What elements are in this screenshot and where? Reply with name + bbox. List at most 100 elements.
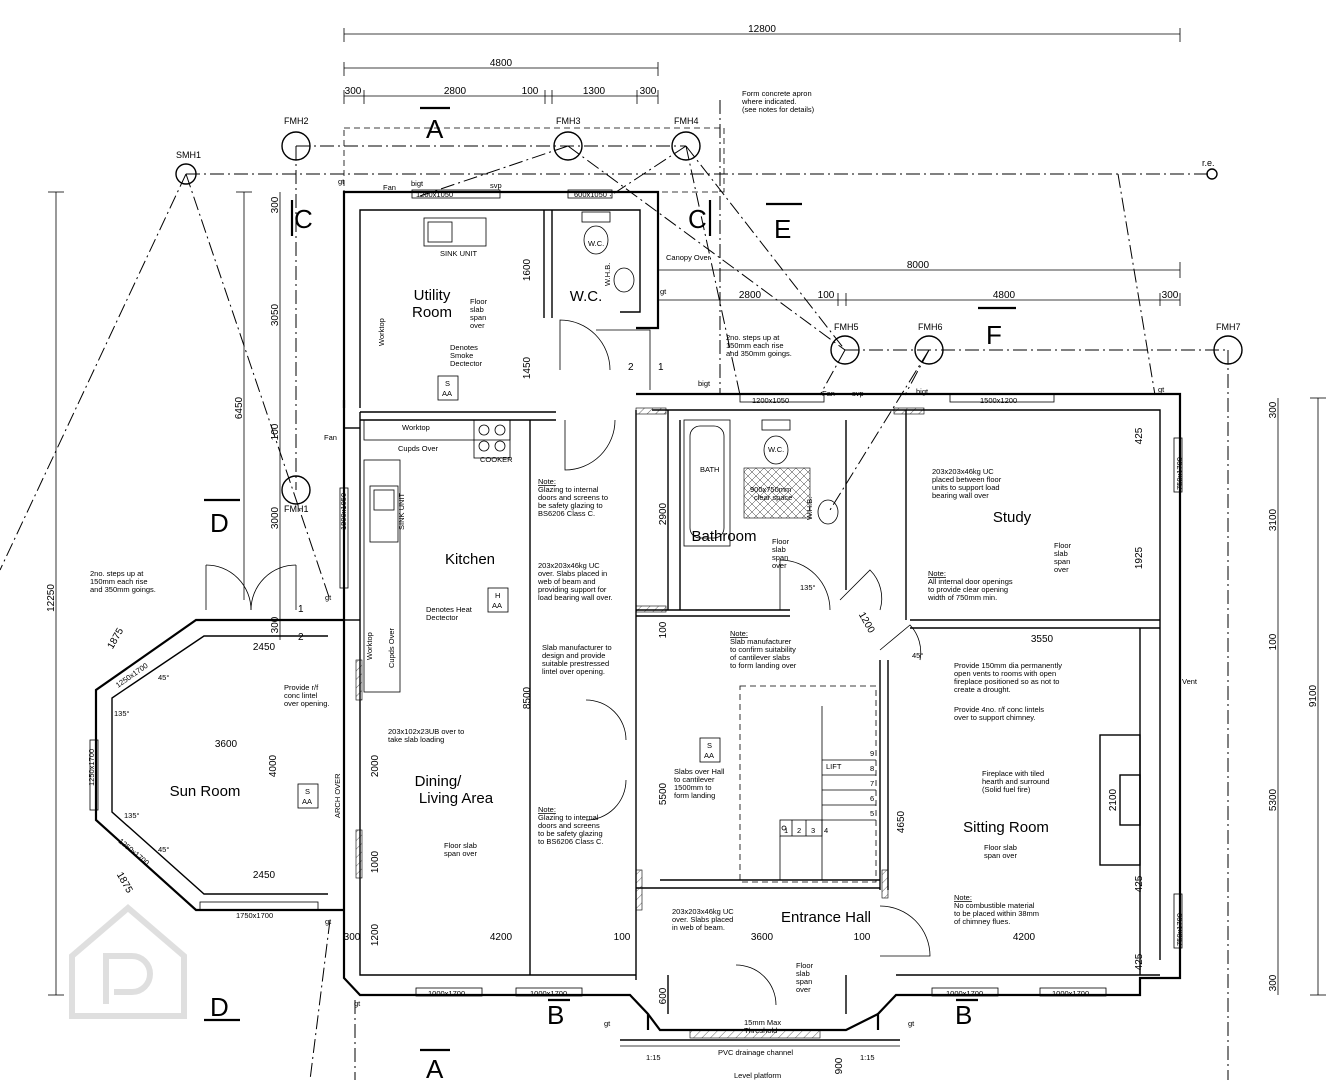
svg-text:bigt: bigt xyxy=(411,179,424,188)
dim-8000: 8000 xyxy=(907,260,930,271)
stair-step-number: 4 xyxy=(824,826,828,835)
dim-300: 300 xyxy=(640,86,657,97)
svg-text:1200: 1200 xyxy=(856,610,877,635)
internal-dimensions: 1600 1450 2900 100 8500 5500 2000 1000 1… xyxy=(106,258,1145,1074)
section-d-top: D xyxy=(210,508,229,538)
room-labels: Utility Room W.C. Kitchen Bathroom Study… xyxy=(170,287,1049,926)
svg-text:gt: gt xyxy=(338,177,345,186)
svg-text:300: 300 xyxy=(344,932,361,943)
svg-text:4650: 4650 xyxy=(896,810,907,833)
rodding-eye xyxy=(1206,168,1218,180)
doors xyxy=(205,319,931,1006)
room-entrance-hall: Entrance Hall xyxy=(781,909,871,926)
cooker xyxy=(473,419,511,459)
dim-300: 300 xyxy=(270,196,281,213)
svg-text:Vent: Vent xyxy=(1182,677,1198,686)
svg-text:2: 2 xyxy=(298,632,304,643)
svg-text:1:15: 1:15 xyxy=(646,1053,661,1062)
svg-text:LIFT: LIFT xyxy=(826,762,842,771)
dim-1300: 1300 xyxy=(583,86,606,97)
section-b-left: B xyxy=(547,1000,564,1030)
svg-text:Cupds Over: Cupds Over xyxy=(387,627,396,668)
svg-text:S: S xyxy=(305,787,310,796)
svg-text:45°: 45° xyxy=(158,673,169,682)
svg-text:425: 425 xyxy=(1134,427,1145,444)
svg-text:45°: 45° xyxy=(158,845,169,854)
svg-text:Worktop: Worktop xyxy=(377,318,386,346)
section-d-bottom: D xyxy=(210,992,229,1022)
room-sun-room: Sun Room xyxy=(170,783,241,800)
svg-text:PVC drainage channel: PVC drainage channel xyxy=(718,1048,793,1057)
svg-text:H: H xyxy=(495,591,500,600)
kitchen-worktop xyxy=(363,419,511,441)
clear-space xyxy=(743,467,811,519)
window-600x1050: 600x1050 xyxy=(574,190,607,199)
bathroom-whb xyxy=(817,499,839,525)
dim-3050: 3050 xyxy=(270,303,281,326)
svg-text:Worktop: Worktop xyxy=(365,632,374,660)
svg-text:1450: 1450 xyxy=(522,356,533,379)
svg-text:2000: 2000 xyxy=(370,754,381,777)
svg-text:2: 2 xyxy=(628,362,634,373)
dim-5300: 5300 xyxy=(1268,788,1279,811)
wc-whb xyxy=(613,267,635,293)
svg-text:gt: gt xyxy=(325,917,332,926)
stair-step-number: 7 xyxy=(870,779,874,788)
detector-symbols: S AA H AA S AA S AA xyxy=(297,375,721,809)
svg-text:45°: 45° xyxy=(912,651,923,660)
svg-text:Cupds Over: Cupds Over xyxy=(398,444,439,453)
svg-text:ARCH OVER: ARCH OVER xyxy=(333,773,342,818)
label-fmh5: FMH5 xyxy=(834,322,859,332)
svg-text:15mm Max: 15mm Max xyxy=(744,1018,781,1027)
svg-text:SINK UNIT: SINK UNIT xyxy=(397,492,406,530)
svg-text:gt: gt xyxy=(1158,385,1165,394)
section-e: E xyxy=(774,214,791,244)
window-1750x1700: 1750x1700 xyxy=(236,911,273,920)
window-1500x1200: 1500x1200 xyxy=(980,396,1017,405)
heat-detector-kitchen xyxy=(487,587,509,613)
manhole-fmh7 xyxy=(1213,335,1243,365)
svg-text:1600: 1600 xyxy=(522,258,533,281)
dim-100: 100 xyxy=(818,290,835,301)
stair-step-number: 2 xyxy=(797,826,801,835)
svg-text:1: 1 xyxy=(658,362,664,373)
misc-labels: Fan bigt svp Fan bigt svp bigt Fan Canop… xyxy=(114,177,1198,1080)
watermark-logo xyxy=(69,904,187,1019)
label-smh1: SMH1 xyxy=(176,150,201,160)
dim-6450: 6450 xyxy=(234,396,245,419)
dim-3100: 3100 xyxy=(1268,508,1279,531)
dim-4800: 4800 xyxy=(993,290,1016,301)
svg-text:Fan: Fan xyxy=(383,183,396,192)
dim-2800: 2800 xyxy=(739,290,762,301)
dim-300: 300 xyxy=(1268,401,1279,418)
smoke-detector-sun-room xyxy=(297,783,319,809)
svg-text:AA: AA xyxy=(442,389,452,398)
section-c-right: C xyxy=(688,204,707,234)
label-fmh3: FMH3 xyxy=(556,116,581,126)
section-markers: A A B B C C D D E F xyxy=(204,106,1016,1080)
window-1250x1700: 1250x1700 xyxy=(87,749,96,786)
stair-step-number: 9 xyxy=(870,749,874,758)
label-fmh2: FMH2 xyxy=(284,116,309,126)
svg-text:3600: 3600 xyxy=(751,932,774,943)
dim-9100: 9100 xyxy=(1308,684,1319,707)
room-living-area: Living Area xyxy=(419,790,494,807)
svg-text:BATH: BATH xyxy=(700,465,719,474)
section-a-bottom: A xyxy=(426,1054,444,1080)
svg-text:1875: 1875 xyxy=(106,626,127,651)
svg-text:Threshold: Threshold xyxy=(744,1026,777,1035)
svg-text:425: 425 xyxy=(1134,953,1145,970)
manhole-fmh6 xyxy=(914,335,944,365)
svg-text:AA: AA xyxy=(492,601,502,610)
svg-text:clear space: clear space xyxy=(754,493,792,502)
